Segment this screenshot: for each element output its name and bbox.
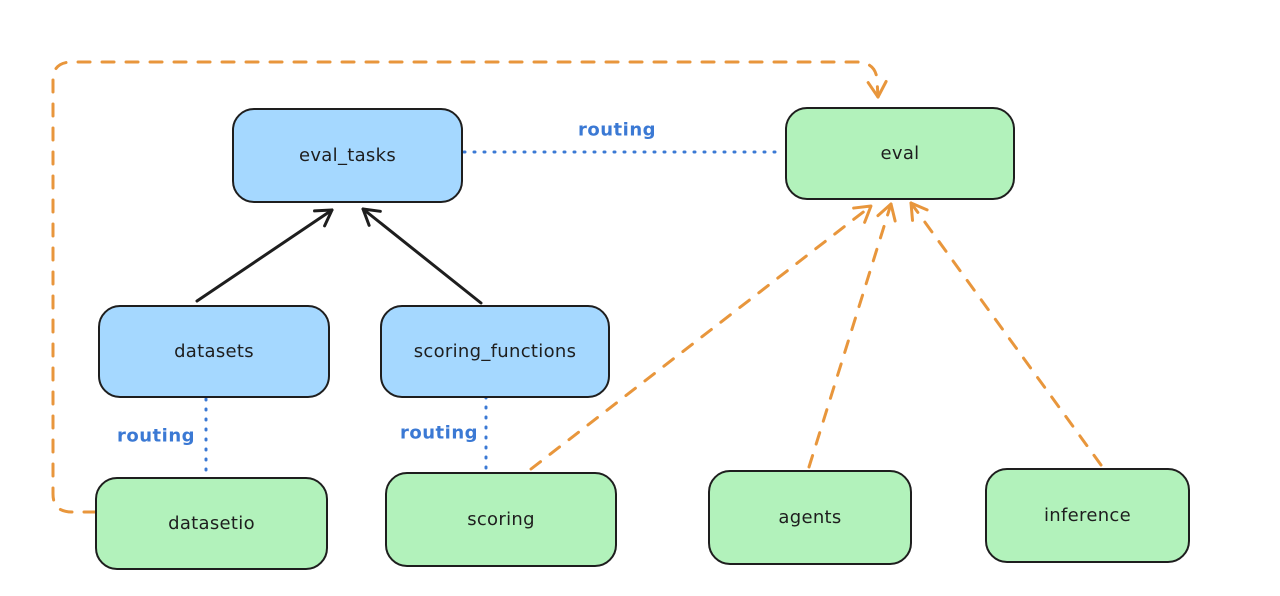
node-eval-tasks: eval_tasks [232, 108, 463, 203]
node-eval-label: eval [880, 143, 920, 164]
node-scoring-label: scoring [467, 509, 535, 530]
edge-label-routing-datasets-datasetio: routing [116, 425, 196, 447]
node-datasetio-label: datasetio [168, 513, 255, 534]
node-inference-label: inference [1044, 505, 1131, 526]
edge-inference-to-eval [909, 201, 1103, 467]
node-datasetio: datasetio [95, 477, 328, 570]
node-datasets-label: datasets [174, 341, 254, 362]
node-scoring-functions: scoring_functions [380, 305, 610, 398]
node-agents-label: agents [778, 507, 842, 528]
edge-datasetio-to-eval-loop [51, 60, 888, 514]
edge-datasets-to-eval-tasks [195, 208, 334, 303]
node-eval: eval [785, 107, 1015, 200]
node-eval-tasks-label: eval_tasks [298, 145, 397, 166]
node-inference: inference [985, 468, 1190, 563]
node-scoring-functions-label: scoring_functions [413, 341, 577, 362]
node-datasets: datasets [98, 305, 330, 398]
node-scoring: scoring [385, 472, 617, 567]
edge-label-routing-eval-tasks-eval: routing [577, 119, 657, 141]
edge-label-routing-scoring-functions-scoring: routing [399, 422, 479, 444]
node-agents: agents [708, 470, 912, 565]
edge-scoring-functions-to-eval-tasks [361, 207, 483, 305]
edge-scoring-to-eval [529, 204, 873, 471]
